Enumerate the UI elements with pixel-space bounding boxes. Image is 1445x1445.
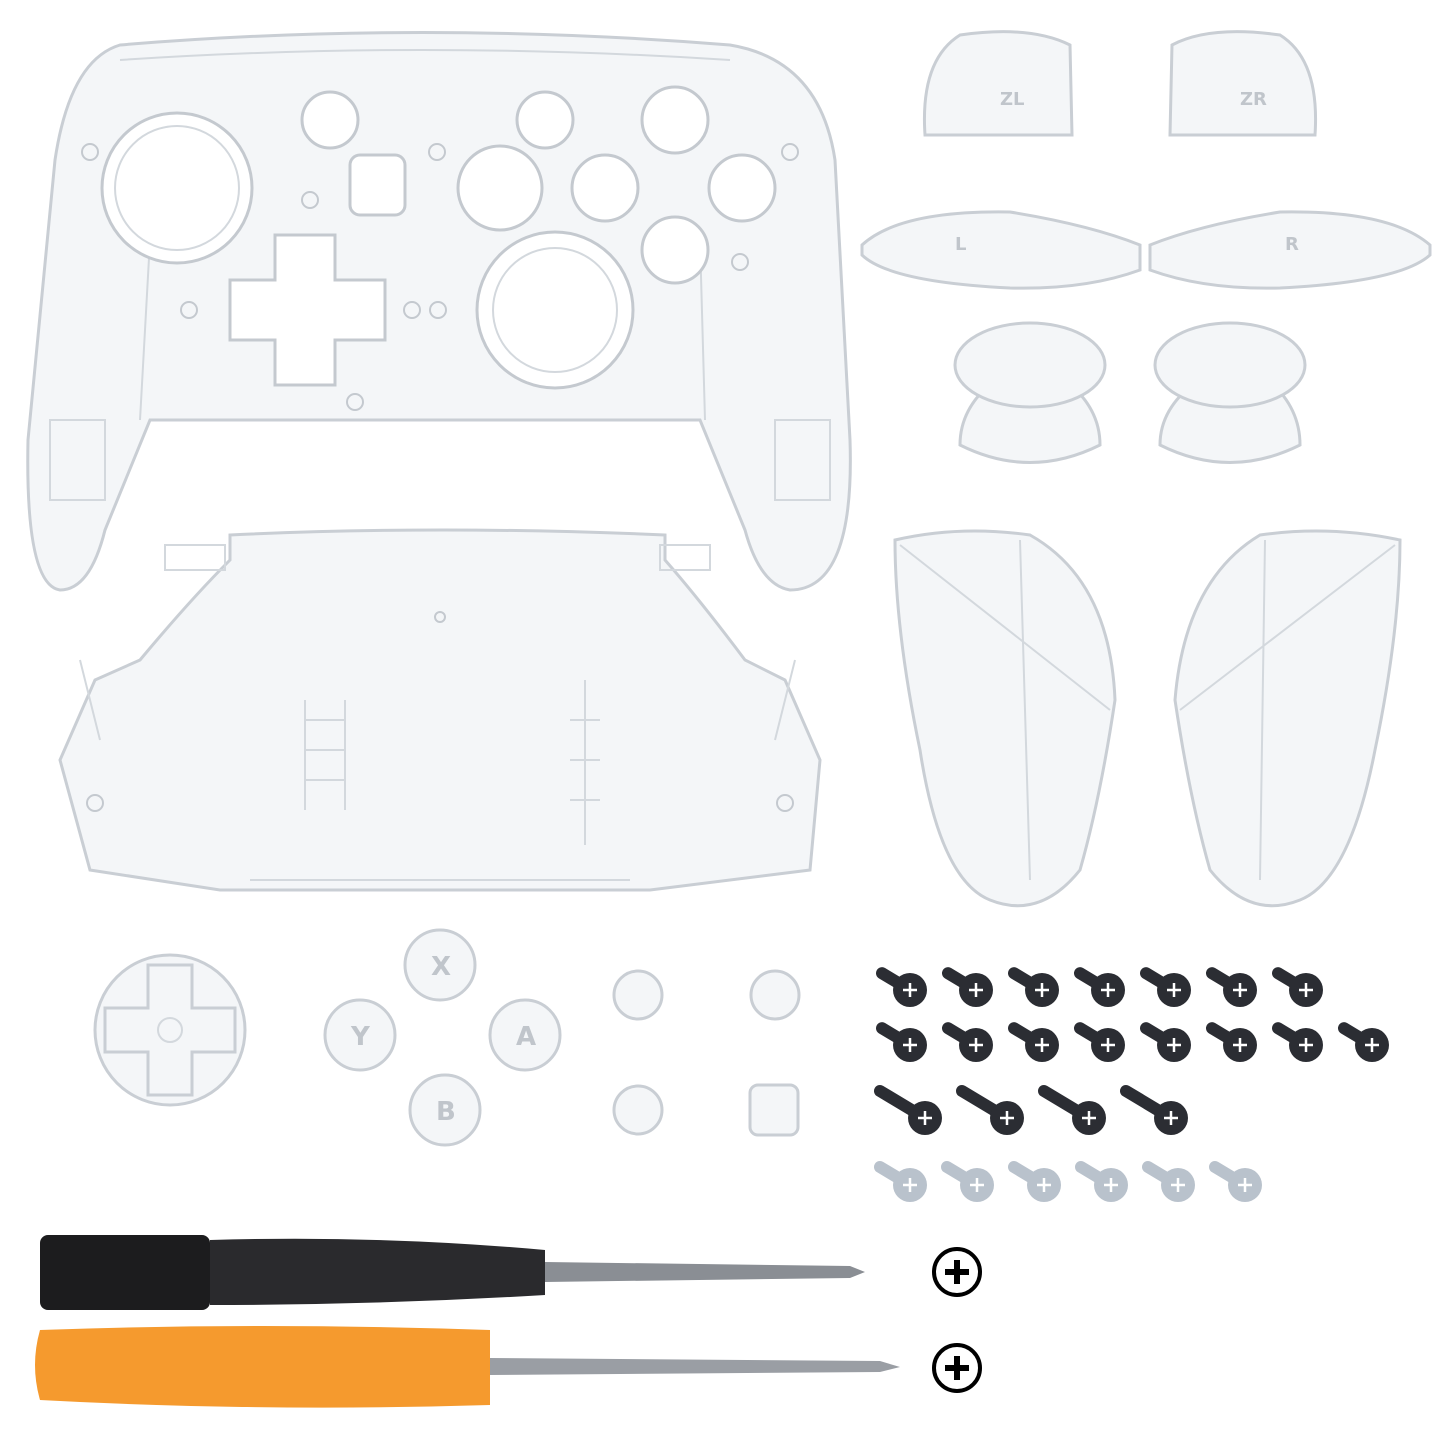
black-short-screw: [1272, 967, 1323, 1007]
black-short-screw: [1140, 967, 1191, 1007]
black-short-screw: [876, 967, 927, 1007]
silver-screw: [1209, 1161, 1262, 1202]
black-short-screw: [942, 1022, 993, 1062]
left-stick-hole: [100, 111, 254, 265]
plus-button: [749, 969, 801, 1021]
thumbstick-right: [1153, 321, 1307, 464]
black-short-screw: [1338, 1022, 1389, 1062]
button-b-label: B: [436, 1097, 456, 1127]
button-a-label: A: [516, 1022, 536, 1052]
bumper-l-label: L: [955, 234, 966, 255]
home-button: [612, 1084, 664, 1136]
button-a: A: [488, 998, 562, 1072]
black-short-screw: [1206, 1022, 1257, 1062]
dpad: [93, 953, 247, 1107]
minus-button: [612, 969, 664, 1021]
black-short-screw: [1206, 967, 1257, 1007]
bumper-r: R: [1148, 210, 1432, 290]
capture-button: [748, 1083, 800, 1137]
thumbstick-left: [953, 321, 1107, 464]
black-short-screw: [1272, 1022, 1323, 1062]
screws: [874, 967, 1389, 1202]
button-x-label: X: [431, 952, 451, 982]
bumper-r-label: R: [1285, 234, 1299, 255]
bumper-l: L: [860, 210, 1142, 290]
phillips-plus-icon: [932, 1343, 982, 1393]
trigger-zl: ZL: [922, 30, 1074, 137]
trigger-zr-label: ZR: [1240, 89, 1267, 110]
silver-screw: [1008, 1161, 1061, 1202]
black-short-screw: [1008, 967, 1059, 1007]
grip-right: [1173, 529, 1402, 908]
grip-left: [893, 529, 1117, 908]
black-long-screw: [874, 1085, 942, 1135]
silver-screw: [1075, 1161, 1128, 1202]
silver-screw: [1142, 1161, 1195, 1202]
right-stick-hole: [475, 230, 635, 390]
black-short-screw: [1008, 1022, 1059, 1062]
black-short-screw: [1074, 967, 1125, 1007]
trigger-zl-label: ZL: [1000, 89, 1025, 110]
button-x: X: [403, 928, 477, 1002]
button-b: B: [408, 1073, 482, 1147]
silver-screw: [874, 1161, 927, 1202]
black-long-screw: [1038, 1085, 1106, 1135]
button-y: Y: [323, 998, 397, 1072]
trigger-zr: ZR: [1168, 30, 1318, 137]
orange-screwdriver: [35, 1326, 900, 1408]
dpad-hole: [228, 233, 387, 387]
black-long-screw: [1120, 1085, 1188, 1135]
front-shell: [26, 31, 852, 592]
black-short-screw: [942, 967, 993, 1007]
phillips-plus-icon: [932, 1247, 982, 1297]
silver-screw: [941, 1161, 994, 1202]
black-long-screw: [956, 1085, 1024, 1135]
black-short-screw: [1074, 1022, 1125, 1062]
button-y-label: Y: [350, 1022, 371, 1052]
black-short-screw: [876, 1022, 927, 1062]
black-short-screw: [1140, 1022, 1191, 1062]
face-buttons: X Y A B: [323, 928, 801, 1147]
black-screwdriver: [40, 1235, 865, 1310]
back-shell: [58, 528, 822, 892]
